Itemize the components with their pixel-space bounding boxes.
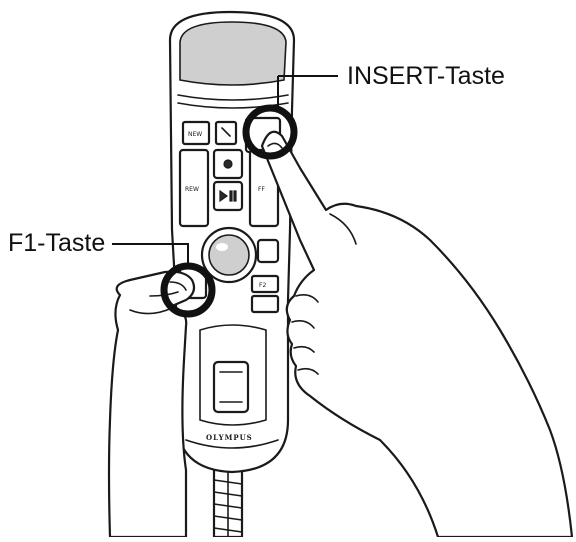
insert-highlight-ring — [242, 104, 298, 160]
f2-button[interactable] — [250, 274, 280, 294]
record-icon — [223, 159, 233, 169]
rew-button-label: REW — [185, 186, 199, 193]
f1-leader-line — [112, 243, 189, 266]
f1-key-label: F1-Taste — [8, 229, 106, 257]
left-hand-illustration — [107, 270, 196, 539]
play-icon — [219, 189, 229, 203]
new-button-label: NEW — [188, 131, 202, 138]
rew-button[interactable] — [178, 148, 210, 228]
insert-key-label: INSERT-Taste — [347, 62, 505, 90]
ff-button-label: FF — [258, 186, 265, 193]
f2-button-label: F2 — [259, 282, 266, 289]
new-button[interactable] — [181, 120, 211, 146]
brand-logo: OLYMPUS — [206, 433, 253, 442]
right-hand-illustration — [260, 130, 574, 539]
right-side-button[interactable] — [256, 238, 280, 264]
device-buttons: NEW REW FF — [178, 116, 282, 314]
lower-right-button[interactable] — [250, 294, 280, 314]
cable — [212, 468, 244, 539]
trackball[interactable] — [208, 234, 250, 276]
